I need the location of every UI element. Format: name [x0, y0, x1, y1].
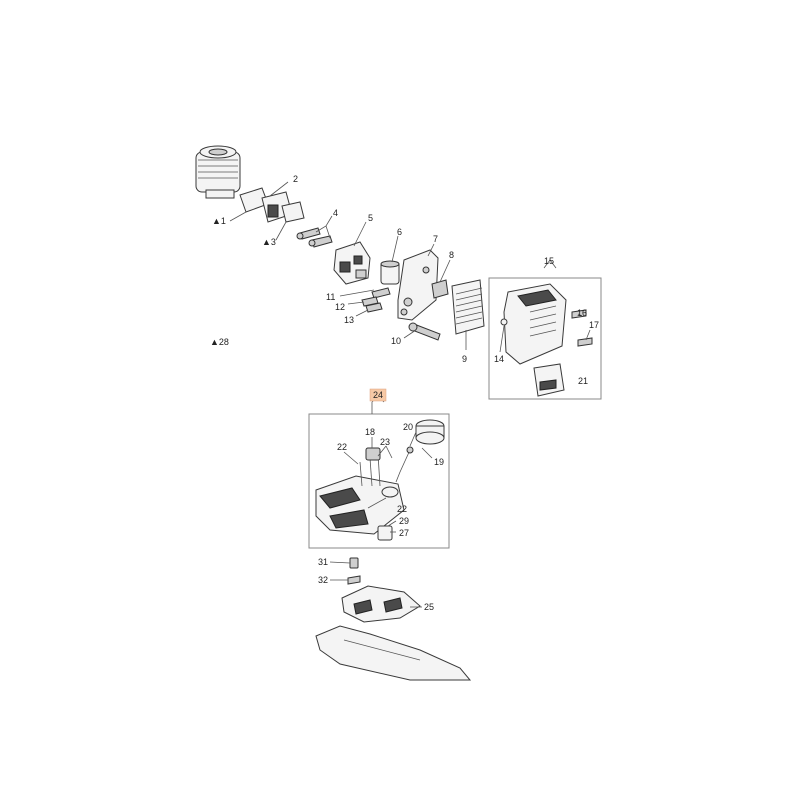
cylinder-part[interactable] [195, 145, 241, 199]
callout-2[interactable]: 2 [293, 174, 298, 184]
spacer-part[interactable] [380, 260, 400, 285]
callout-10[interactable]: 10 [391, 336, 401, 346]
callout-1[interactable]: ▲1 [212, 216, 226, 226]
callout-4[interactable]: 4 [333, 208, 338, 218]
fuel-lines-part[interactable] [359, 447, 381, 487]
callout-29[interactable]: 29 [399, 516, 409, 526]
callout-16[interactable]: 16 [577, 308, 587, 318]
callout-17[interactable]: 17 [589, 320, 599, 330]
callout-24[interactable]: 24 [373, 390, 383, 400]
bolts-11-13-part[interactable] [361, 287, 391, 313]
filter-cover-group-box [488, 277, 602, 400]
callout-25[interactable]: 25 [424, 602, 434, 612]
callout-labels: ▲1 2 ▲3 4 5 6 7 8 9 10 11 12 13 14 15 16… [210, 174, 599, 612]
callout-28[interactable]: ▲28 [210, 337, 229, 347]
callout-22b[interactable]: 22 [397, 504, 407, 514]
callout-8[interactable]: 8 [449, 250, 454, 260]
bolt-10-part[interactable] [408, 322, 441, 341]
callout-18[interactable]: 18 [365, 427, 375, 437]
callout-19[interactable]: 19 [434, 457, 444, 467]
callout-21[interactable]: 21 [578, 376, 588, 386]
callout-32[interactable]: 32 [318, 575, 328, 585]
callout-22a[interactable]: 22 [337, 442, 347, 452]
screws-4-part[interactable] [296, 227, 333, 248]
callout-24-highlight [369, 388, 387, 402]
grommet-31-part[interactable] [349, 557, 359, 569]
cover-screws-part[interactable] [571, 309, 593, 347]
intake-manifold-part[interactable] [239, 187, 305, 223]
filter-cover-part[interactable] [500, 283, 567, 365]
callout-5[interactable]: 5 [368, 213, 373, 223]
fuel-cap-part[interactable] [395, 419, 445, 483]
leader-lines [229, 181, 591, 608]
callout-31[interactable]: 31 [318, 557, 328, 567]
callout-13[interactable]: 13 [344, 315, 354, 325]
cover-insert-part[interactable] [533, 363, 565, 397]
carburetor-part[interactable] [333, 241, 371, 285]
fuel-tank-part[interactable] [315, 475, 405, 535]
fuel-filter-part[interactable] [377, 525, 393, 541]
fuel-tank-group-box [308, 413, 450, 549]
callout-15[interactable]: 15 [544, 256, 554, 266]
seal-part[interactable] [431, 279, 449, 299]
callout-14[interactable]: 14 [494, 354, 504, 364]
filter-base-part[interactable] [397, 249, 439, 321]
callout-9[interactable]: 9 [462, 354, 467, 364]
callout-23[interactable]: 23 [380, 437, 390, 447]
callout-3[interactable]: ▲3 [262, 237, 276, 247]
callout-12[interactable]: 12 [335, 302, 345, 312]
callout-6[interactable]: 6 [397, 227, 402, 237]
screw-32-part[interactable] [347, 575, 361, 585]
air-filter-part[interactable] [451, 279, 485, 335]
callout-27[interactable]: 27 [399, 528, 409, 538]
lower-handle-part[interactable] [315, 625, 472, 681]
bracket-25-part[interactable] [341, 585, 421, 623]
callout-7[interactable]: 7 [433, 234, 438, 244]
callout-20[interactable]: 20 [403, 422, 413, 432]
callout-11[interactable]: 11 [326, 292, 335, 302]
